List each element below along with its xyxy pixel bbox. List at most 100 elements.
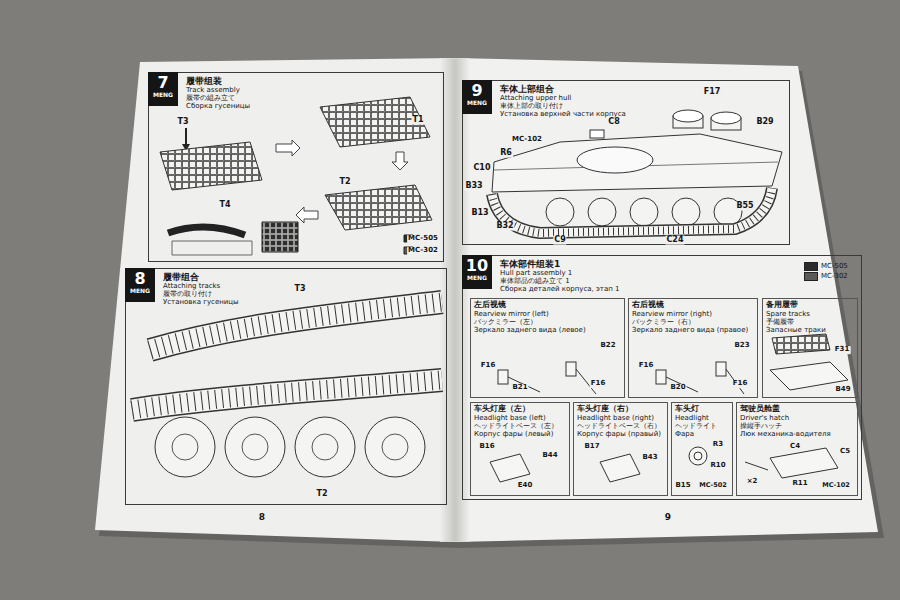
- paint-code: MC-505: [821, 262, 848, 270]
- step-number: MENG: [148, 92, 178, 99]
- part-number: C4: [789, 443, 801, 451]
- part-number: T1: [411, 116, 424, 125]
- instruction-text: Люк механика-водителя: [740, 430, 854, 438]
- step-number: MENG: [125, 288, 155, 295]
- part-number: T3: [293, 285, 306, 294]
- track-assembly-art: [168, 227, 245, 235]
- upper-hull-art: [588, 198, 616, 226]
- instruction-text: 车体上部组合: [500, 84, 785, 94]
- instruction-text: Headlight: [675, 414, 729, 422]
- instruction-text: Driver's hatch: [740, 414, 854, 422]
- track-assembly-art: [325, 185, 432, 230]
- step-panel: 履带组装Track assembly履帯の組み立てСборка гусеницы…: [148, 72, 444, 262]
- part-number: B49: [834, 386, 851, 394]
- step-number: 9: [462, 82, 492, 100]
- hull-parts-art: [694, 452, 702, 460]
- upper-hull-art: [711, 112, 741, 124]
- part-number: R10: [709, 462, 726, 470]
- part-number: ×2: [746, 478, 759, 486]
- upper-hull-art: [590, 130, 604, 138]
- part-number: C8: [607, 118, 620, 127]
- attaching-tracks-art: [132, 380, 442, 410]
- attaching-tracks-art: [172, 434, 198, 460]
- part-number: F16: [638, 362, 655, 370]
- part-number: B20: [669, 384, 686, 392]
- part-number: B15: [674, 482, 691, 490]
- instruction-text: Установка верхней части корпуса: [500, 110, 785, 118]
- step-number: 10: [462, 257, 492, 275]
- instruction-text: Rearview mirror (left): [474, 310, 621, 318]
- instruction-text: Track assembly: [186, 86, 439, 94]
- part-number: B33: [464, 182, 483, 191]
- part-number: MC-102: [821, 482, 851, 489]
- attaching-tracks-art: [132, 302, 442, 477]
- instruction-text: 履帯の組み立て: [186, 94, 439, 102]
- upper-hull-art: [673, 110, 703, 122]
- part-number: F16: [732, 380, 749, 388]
- part-number: T3: [176, 118, 189, 127]
- instruction-text: 车头灯座（左）: [474, 405, 566, 414]
- instruction-text: Rearview mirror (right): [632, 310, 754, 318]
- paint-legend: MC-505MC-302: [804, 261, 848, 281]
- hull-parts-art: [498, 370, 508, 384]
- hull-parts-art: [716, 362, 726, 376]
- attaching-tracks-art: [295, 417, 355, 477]
- part-number: B23: [733, 342, 750, 350]
- hull-parts-art: [770, 448, 838, 478]
- hull-parts-art: [600, 454, 640, 482]
- step-number: MENG: [462, 275, 492, 282]
- part-number: C9: [553, 236, 566, 245]
- instruction-text: Сборка деталей корпуса, этап 1: [500, 285, 857, 293]
- part-number: MC-302: [407, 247, 439, 255]
- track-assembly-art: [185, 128, 187, 145]
- part-number: B29: [755, 118, 774, 127]
- part-number: F16: [480, 362, 497, 370]
- instruction-text: バックミラー（左）: [474, 318, 621, 326]
- part-number: E40: [517, 482, 534, 490]
- instruction-text: Зеркало заднего вида (правое): [632, 326, 754, 334]
- track-assembly-art: [262, 222, 298, 252]
- part-number: F16: [590, 380, 607, 388]
- instruction-text: Корпус фары (левый): [474, 430, 566, 438]
- step-badge: 9MENG: [462, 80, 492, 114]
- part-number: B55: [735, 202, 754, 211]
- step-panel: 履带组合Attaching tracks履帯の取り付けУстановка гус…: [125, 268, 447, 505]
- step-badge: 10MENG: [462, 255, 492, 289]
- instruction-text: 右后视镜: [632, 301, 754, 310]
- part-number: B21: [511, 384, 528, 392]
- instruction-text: 履带组合: [163, 272, 442, 282]
- booklet-page: [95, 58, 455, 542]
- part-number: B13: [470, 209, 489, 218]
- part-number: R11: [791, 480, 808, 488]
- track-assembly-art: [160, 142, 262, 190]
- hull-parts-art: [566, 362, 576, 376]
- attaching-tracks-art: [150, 302, 442, 350]
- upper-hull-art: [492, 110, 782, 233]
- upper-hull-art: [492, 134, 782, 192]
- instruction-text: 履带组装: [186, 76, 439, 86]
- step-panel: 车体上部组合Attaching upper hull車体上部の取り付けУстан…: [462, 80, 790, 245]
- part-number: B22: [599, 342, 616, 350]
- track-assembly-art: [160, 97, 432, 255]
- step-number: 7: [148, 74, 178, 92]
- part-number: MC-505: [407, 235, 439, 243]
- step-panel: 车体部件组装1Hull part assembly 1車体部品の組み立て 1Сб…: [462, 255, 862, 500]
- attaching-tracks-art: [225, 417, 285, 477]
- attaching-tracks-art: [132, 380, 442, 410]
- instruction-text: Фара: [675, 430, 729, 438]
- instruction-text: Spare tracks: [766, 310, 854, 318]
- part-number: 9: [664, 513, 672, 523]
- part-number: B17: [583, 443, 600, 451]
- hull-parts-art: [490, 454, 530, 482]
- attaching-tracks-art: [382, 434, 408, 460]
- track-assembly-art: [320, 97, 430, 147]
- paint-code: MC-302: [821, 272, 848, 280]
- part-number: B16: [478, 443, 495, 451]
- part-number: F17: [703, 88, 722, 97]
- attaching-tracks-art: [150, 302, 442, 350]
- upper-hull-art: [492, 188, 772, 233]
- step-badge: 8MENG: [125, 268, 155, 302]
- hull-parts-art: [656, 370, 666, 384]
- part-number: R3: [712, 441, 724, 449]
